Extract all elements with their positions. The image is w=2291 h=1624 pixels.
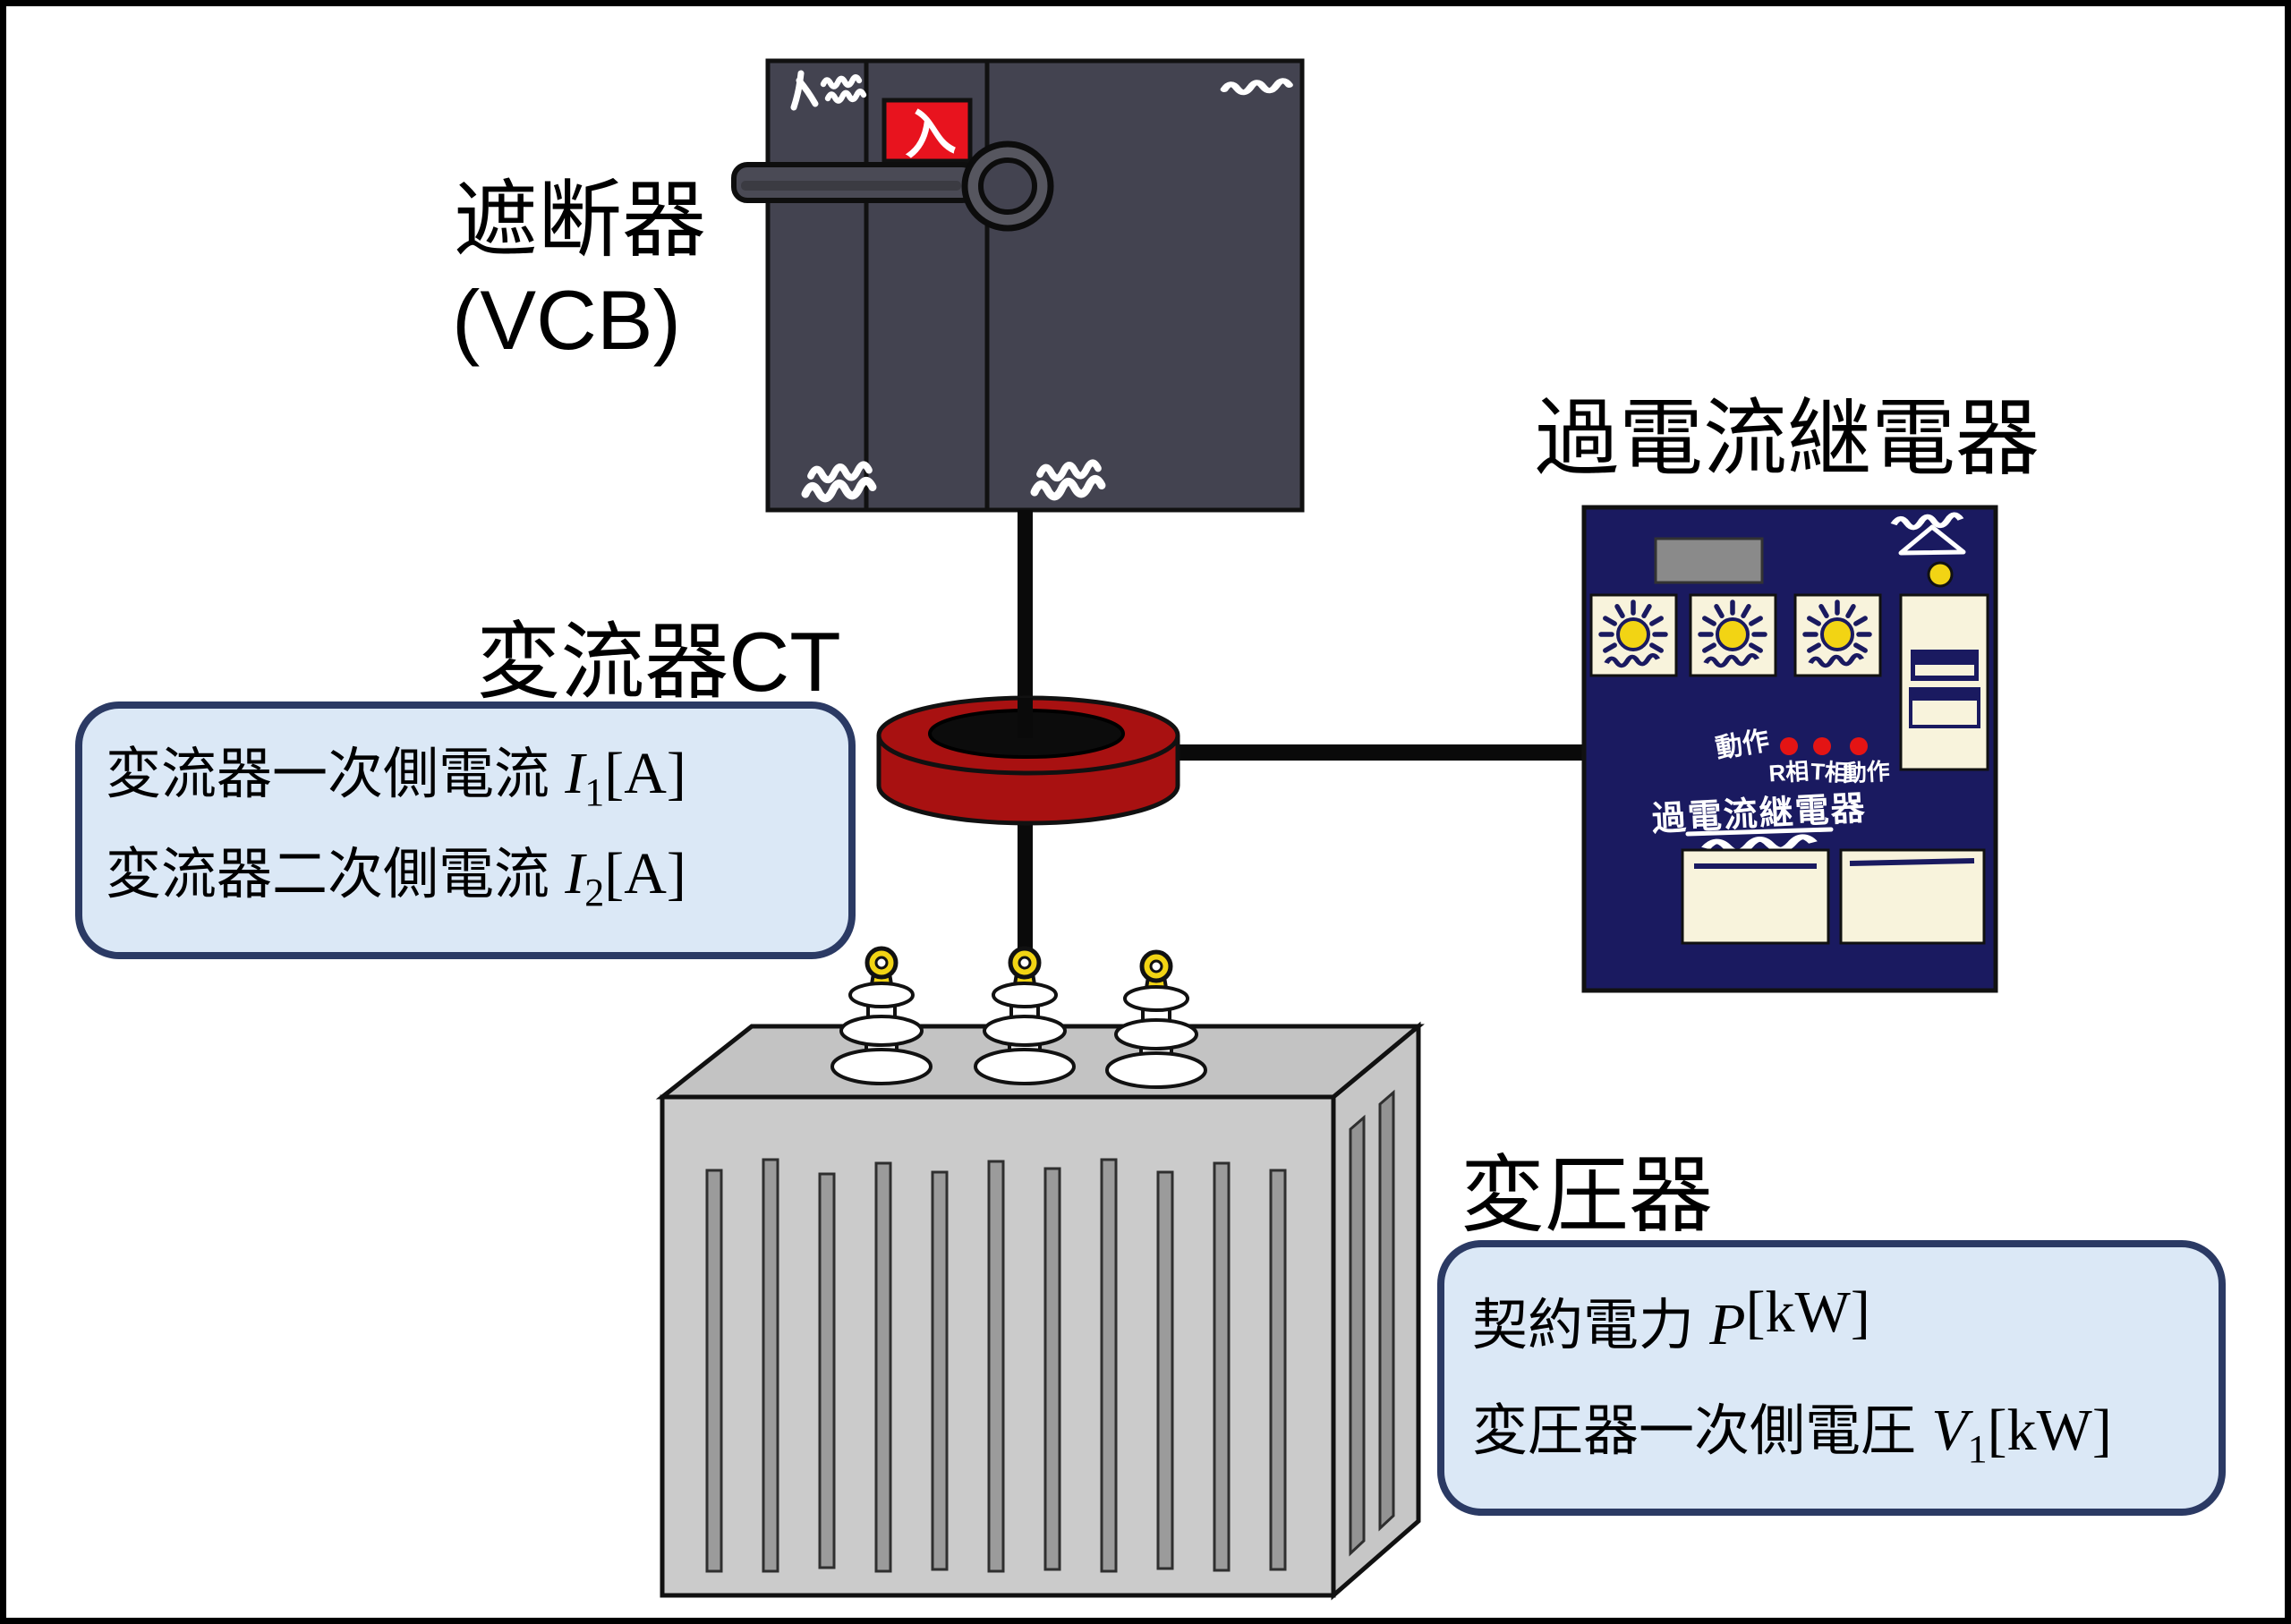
cooling-fin [1378, 1089, 1395, 1532]
cooling-fin [987, 1160, 1005, 1573]
cooling-fin [1269, 1169, 1287, 1571]
cooling-fin [705, 1169, 723, 1573]
transformer-callout: 契約電力 P[kW] 変圧器一次側電圧 V1[kW] [1437, 1240, 2226, 1516]
wire-ct-to-transformer [1018, 801, 1033, 967]
cooling-fins [705, 1158, 1287, 1573]
cooling-fin [874, 1161, 892, 1573]
ct-label: 変流器CT [476, 615, 840, 709]
status-lamp-trip [1850, 737, 1868, 755]
relay-label: 過電流継電器 [1535, 391, 2040, 485]
cooling-fin [762, 1158, 779, 1573]
relay-terminal-blocks [1681, 848, 1986, 945]
relay-indicator-lamp [1927, 561, 1954, 588]
cooling-fin [1349, 1114, 1366, 1557]
terminal-slot [1849, 858, 1975, 866]
relay-dial-3[interactable] [1795, 595, 1880, 676]
cooling-fin [1213, 1161, 1231, 1572]
relay-dial-2[interactable] [1691, 595, 1776, 676]
ct-callout-box [75, 701, 856, 959]
wire-ct-to-relay [1163, 744, 1586, 761]
transformer-side-face [1331, 1021, 1421, 1601]
status-lamp-r [1780, 737, 1798, 755]
cooling-fin [931, 1170, 949, 1571]
vcb-breaker: 入 [731, 58, 1305, 738]
transformer-callout-box [1437, 1240, 2226, 1516]
wire-vcb-to-ct [1018, 510, 1033, 738]
overcurrent-relay: 動作 R相 T相 動作 過電流継電器 [1581, 505, 1998, 993]
status-lamp-t [1813, 737, 1831, 755]
ct-callout-line2: 変流器二次側電流 I2[A] [106, 841, 686, 914]
power-on-glyph: 入 [900, 102, 958, 166]
transformer [655, 948, 1425, 1601]
lamp-label-trip: 動作 [1843, 758, 1891, 787]
transformer-callout-line1: 契約電力 P[kW] [1472, 1280, 1870, 1357]
current-transformer [876, 695, 1180, 826]
lamp-label-r: R相 [1767, 757, 1810, 786]
scribble-mark-icon [796, 77, 819, 107]
power-on-button[interactable] [881, 98, 973, 164]
cooling-fin [1100, 1158, 1118, 1573]
breaker-lever[interactable] [731, 162, 978, 203]
cooling-fin [1156, 1170, 1174, 1570]
transformer-callout-line2: 変圧器一次側電圧 V1[kW] [1472, 1398, 2112, 1471]
ct-callout-line1: 変流器一次側電流 I1[A] [106, 741, 686, 814]
cooling-fin [818, 1172, 836, 1569]
triangle-icon [1898, 524, 1966, 556]
vcb-scribbles [790, 70, 1290, 498]
relay-display [1654, 537, 1764, 584]
caption-underline [1685, 827, 1834, 837]
ct-callout: 変流器一次側電流 I1[A] 変流器二次側電流 I2[A] [75, 701, 856, 959]
breaker-label-line2: (VCB) [452, 273, 681, 367]
breaker-label-line1: 遮断器 [454, 173, 706, 267]
cooling-fin [1043, 1167, 1061, 1571]
relay-dial-1[interactable] [1591, 595, 1676, 676]
relay-side-panel [1899, 593, 1989, 771]
vcb-body [765, 58, 1305, 513]
breaker-knob[interactable] [961, 140, 1054, 232]
relay-status-lamps [1780, 737, 1868, 755]
scribble-mark-icon [790, 70, 805, 111]
transformer-label: 変圧器 [1461, 1148, 1713, 1242]
wiring [1018, 744, 1586, 967]
lamp-label-t: T相 [1810, 758, 1848, 786]
wire-through-ct [1018, 698, 1033, 738]
